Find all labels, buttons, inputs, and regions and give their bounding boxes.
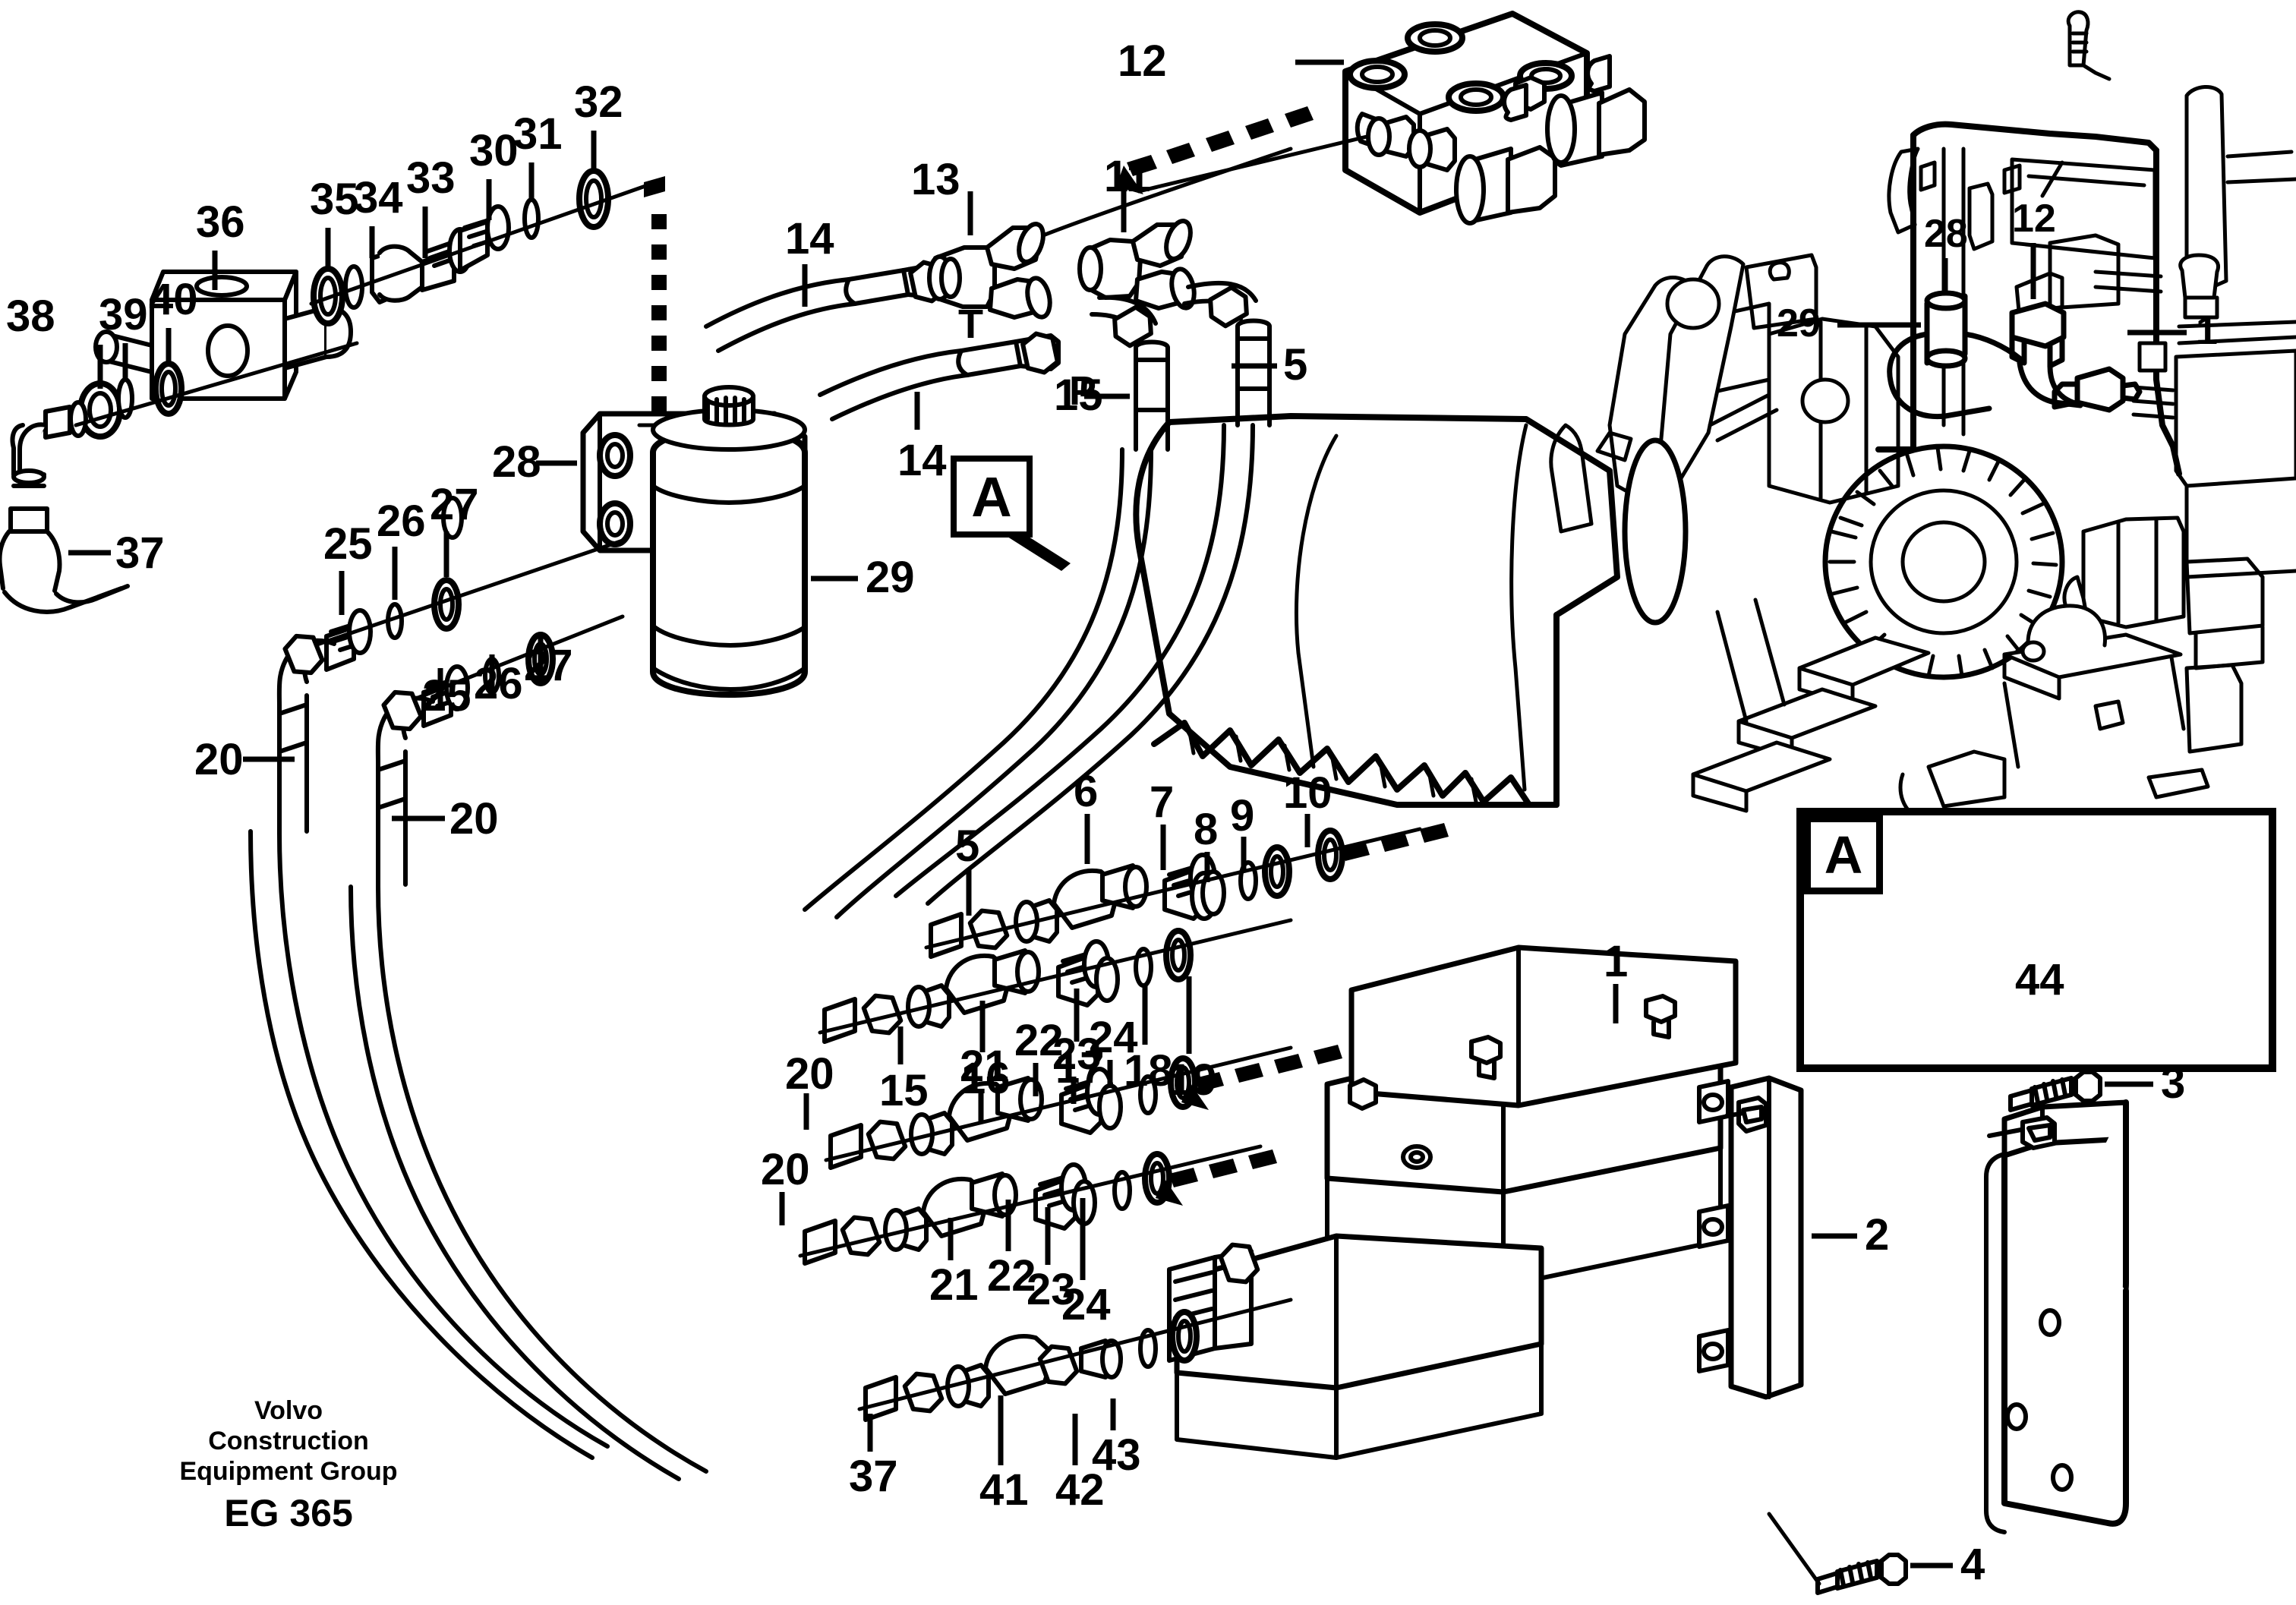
- assembly-dash-line-12: [1116, 106, 1314, 194]
- callout-30: 30: [469, 126, 519, 175]
- tee-fitting-11: [1077, 219, 1197, 311]
- callout-42: 42: [1055, 1465, 1105, 1515]
- fitting-chain-21-24-lower: [798, 1144, 1263, 1266]
- fitting-chain-15-19: [818, 918, 1293, 1044]
- callout-14-t: 14: [785, 214, 834, 263]
- hose-14-P: [818, 330, 1059, 421]
- callout-1-valve: 1: [1604, 937, 1629, 986]
- callout-34: 34: [354, 173, 403, 222]
- hose-20-left: [248, 630, 610, 1460]
- logo-line-2: Equipment Group: [179, 1457, 398, 1487]
- logo-line-1: Volvo Construction: [208, 1396, 369, 1456]
- hose-5-upper: [894, 280, 1272, 906]
- callout-26-b: 26: [474, 659, 523, 708]
- reference-code: EG 365: [224, 1492, 353, 1535]
- callout-20-b: 20: [449, 794, 499, 843]
- detail-view-a-tag: A: [1804, 815, 1883, 894]
- callout-22-upper: 22: [1014, 1016, 1064, 1065]
- callout-6: 6: [1074, 767, 1099, 816]
- detail-marker-a: A: [951, 456, 1033, 538]
- port-label-p: P: [1069, 368, 1097, 414]
- callout-24-lower: 24: [1061, 1280, 1111, 1329]
- callout-15-upper: 15: [1054, 371, 1103, 420]
- callout-29-machine: 29: [1777, 301, 1821, 345]
- callout-13: 13: [911, 155, 960, 204]
- callout-28-machine: 28: [1924, 212, 1968, 256]
- tee-fitting-13: [927, 147, 1293, 320]
- manufacturer-logo-block: Volvo Construction Equipment Group EG 36…: [175, 1395, 402, 1535]
- fitting-chain-38-40: [0, 330, 154, 614]
- fitting-chain-21-24-upper: [824, 1045, 1293, 1170]
- callout-10: 10: [1283, 768, 1332, 818]
- callout-1-machine: 1: [2196, 309, 2218, 353]
- callout-12-machine: 12: [2012, 197, 2056, 241]
- callout-24-upper: 24: [1089, 1013, 1138, 1062]
- callout-37-lower: 37: [849, 1452, 898, 1501]
- callout-4-screw: 4: [1960, 1540, 1985, 1589]
- leader-lines: [68, 59, 2187, 1569]
- valve-block-12: [1342, 11, 1647, 225]
- callout-38: 38: [6, 292, 55, 341]
- wheel-loader-illustration: [1133, 10, 2296, 821]
- callout-15-chain: 15: [879, 1066, 929, 1115]
- callout-32: 32: [574, 77, 623, 127]
- callout-11: 11: [1104, 152, 1151, 201]
- callout-39: 39: [99, 290, 148, 339]
- callout-14-p: 14: [897, 436, 947, 485]
- hose-15-upper: [803, 295, 1170, 919]
- hose-20-right: [348, 686, 708, 1481]
- fitting-chain-5-10: [924, 827, 1422, 959]
- hose-14-T: [704, 259, 947, 353]
- callout-19: 19: [1168, 1055, 1217, 1105]
- fitting-chain-25-27-upper: [301, 496, 625, 672]
- callout-44: 44: [2015, 955, 2064, 1004]
- port-label-t: T: [958, 301, 983, 347]
- callout-23-upper: 23: [1052, 1030, 1102, 1079]
- fitting-chain-30-35: [309, 168, 648, 326]
- callout-36: 36: [196, 197, 245, 247]
- callout-16: 16: [961, 1054, 1011, 1103]
- callout-25-a: 25: [323, 519, 373, 569]
- callout-40: 40: [149, 275, 198, 324]
- callout-20-d: 20: [761, 1145, 810, 1194]
- hydraulic-filter-29: [580, 385, 808, 698]
- detail-view-a-box: A: [1796, 808, 2276, 1072]
- callout-26-a: 26: [377, 497, 426, 546]
- callout-21-lower: 21: [929, 1260, 979, 1310]
- callout-27-a: 27: [430, 480, 479, 529]
- callout-27-b: 27: [524, 641, 573, 690]
- valve-stack-1: [1167, 944, 1804, 1460]
- callout-37-upper: 37: [115, 528, 165, 578]
- callout-23-lower: 23: [1027, 1265, 1076, 1314]
- callout-28-filter: 28: [492, 437, 541, 487]
- callout-20-a: 20: [194, 735, 244, 784]
- callout-17: 17: [1055, 1043, 1105, 1093]
- hose-37-fitting-41: [857, 1298, 1293, 1422]
- callout-29-filter: 29: [866, 553, 915, 602]
- callout-5-chain: 5: [955, 821, 980, 871]
- assembly-dash-right: [1156, 823, 1449, 1206]
- callout-25-b: 25: [422, 671, 472, 721]
- callout-43: 43: [1092, 1430, 1141, 1480]
- connector-assembly-on-machine: [1887, 290, 2143, 420]
- callout-7: 7: [1150, 777, 1175, 827]
- callout-20-c: 20: [785, 1049, 834, 1099]
- cover-plate-2: [1767, 1070, 2129, 1595]
- callout-5-upper: 5: [1283, 340, 1308, 389]
- callout-22-lower: 22: [987, 1251, 1036, 1301]
- callout-21-upper: 21: [960, 1042, 1009, 1091]
- callout-18: 18: [1124, 1046, 1173, 1096]
- callout-2-plate: 2: [1865, 1210, 1890, 1260]
- callout-33: 33: [406, 153, 456, 203]
- callout-41: 41: [979, 1465, 1029, 1515]
- callout-31: 31: [513, 109, 563, 159]
- callout-35: 35: [310, 175, 359, 224]
- callout-8: 8: [1194, 805, 1219, 854]
- callout-9: 9: [1230, 791, 1255, 840]
- callout-12-block: 12: [1118, 36, 1167, 86]
